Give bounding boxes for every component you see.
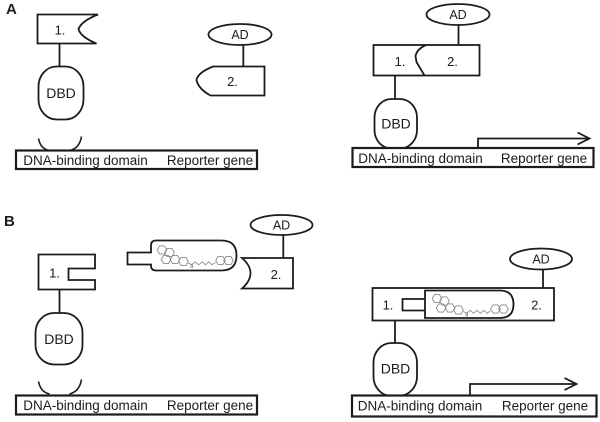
dbd-label: DBD (44, 331, 74, 347)
dimerizer-tab-in-socket (401, 298, 425, 312)
transcription-arrow (469, 383, 576, 396)
panel-b-dbd-fusion-construct: 1. DBD DNA-binding domain Reporter gene (14, 253, 259, 416)
ad-shape (509, 247, 573, 271)
ad-shape (249, 214, 314, 236)
protein2-label: 2. (227, 74, 238, 89)
dimerizer-capsule-bound-shape (424, 289, 515, 319)
protein1-label: 1. (395, 54, 406, 69)
dna-binding-domain-label: DNA-binding domain (23, 398, 148, 413)
dimerizer-capsule-shape (126, 239, 238, 272)
protein1-label: 1. (55, 23, 66, 38)
ad-label: AD (449, 8, 466, 22)
dbd-shape (34, 312, 84, 366)
protein1-protein2-complex-shape (371, 287, 555, 322)
dbd-label: DBD (381, 116, 411, 132)
binding-site-mark-right (69, 136, 83, 152)
dbd-shape (37, 65, 85, 121)
protein1-shape (37, 253, 96, 291)
dna-bar (351, 146, 595, 169)
panel-a-assembled-complex: AD 1. 2. DBD DNA-binding domain Reporter… (351, 3, 595, 169)
transcription-arrowhead (564, 377, 579, 391)
reporter-gene-label: Reporter gene (167, 398, 253, 413)
panel-b-dimerizer-and-ad-construct: AD 2. (126, 214, 314, 290)
dna-binding-domain-label: DNA-binding domain (23, 153, 148, 168)
binding-site-mark-left (37, 381, 50, 395)
panel-a-dbd-fusion-construct: 1. DBD DNA-binding domain Reporter gene (14, 13, 259, 171)
protein2-label: 2. (271, 267, 282, 282)
dna-binding-domain-label: DNA-binding domain (358, 151, 483, 166)
dna-binding-domain-label: DNA-binding domain (358, 399, 483, 414)
transcription-arrowhead (577, 131, 592, 146)
binding-site-mark-left (37, 138, 50, 152)
transcription-arrow (477, 137, 589, 148)
reporter-gene-label: Reporter gene (501, 151, 587, 166)
protein2-label: 2. (447, 54, 458, 69)
panel-a-ad-fusion-construct: AD 2. (195, 23, 273, 97)
panel-b-label: B (4, 213, 15, 230)
ad-label: AD (532, 253, 549, 267)
protein1-shape (36, 13, 99, 45)
ad-label: AD (273, 219, 290, 233)
interaction-interface-line (414, 44, 427, 76)
dbd-label: DBD (381, 361, 411, 377)
dna-bar (14, 149, 259, 171)
panel-a: A 1. DBD DNA-binding domain Reporter gen… (6, 1, 595, 171)
ad-label: AD (231, 28, 248, 42)
panel-b-ternary-complex: AD 1. 2. DBD DNA-binding domain Reporter… (350, 247, 598, 418)
dbd-label: DBD (46, 85, 76, 101)
binding-site-mark-right (69, 379, 83, 395)
protein1-label: 1. (383, 298, 394, 313)
dna-bar (350, 394, 598, 418)
protein2-shape (239, 257, 294, 290)
protein1-label: 1. (49, 266, 60, 281)
panel-b: B 1. DBD DNA-binding domain Reporter gen… (4, 213, 598, 418)
reporter-gene-label: Reporter gene (167, 153, 253, 168)
reporter-gene-label: Reporter gene (502, 399, 588, 414)
panel-a-label: A (6, 1, 17, 18)
protein2-shape (195, 65, 266, 97)
protein1-protein2-complex-shape (372, 44, 481, 77)
dna-bar (14, 394, 259, 416)
protein2-label: 2. (531, 298, 542, 313)
ad-shape (207, 23, 273, 46)
